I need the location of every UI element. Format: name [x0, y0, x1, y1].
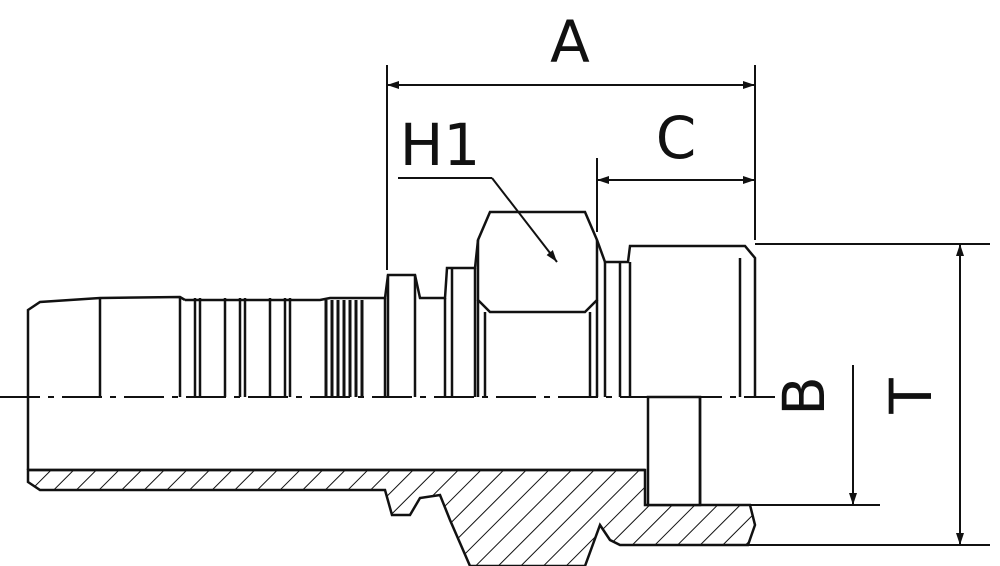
- knurl-ring: [324, 300, 364, 397]
- section-slot: [646, 395, 702, 507]
- label-h1: H1: [400, 111, 481, 179]
- label-b: B: [770, 376, 838, 416]
- label-a: A: [550, 8, 590, 76]
- dimension-c: [596, 158, 755, 232]
- fitting-outline: [26, 210, 757, 472]
- leader-h1: [398, 177, 558, 263]
- dimension-t: [748, 243, 990, 546]
- label-c: C: [656, 104, 697, 172]
- section-hatch: [26, 468, 757, 566]
- dimension-a: [386, 65, 756, 270]
- dimension-b: [700, 365, 880, 506]
- label-t: T: [877, 378, 945, 415]
